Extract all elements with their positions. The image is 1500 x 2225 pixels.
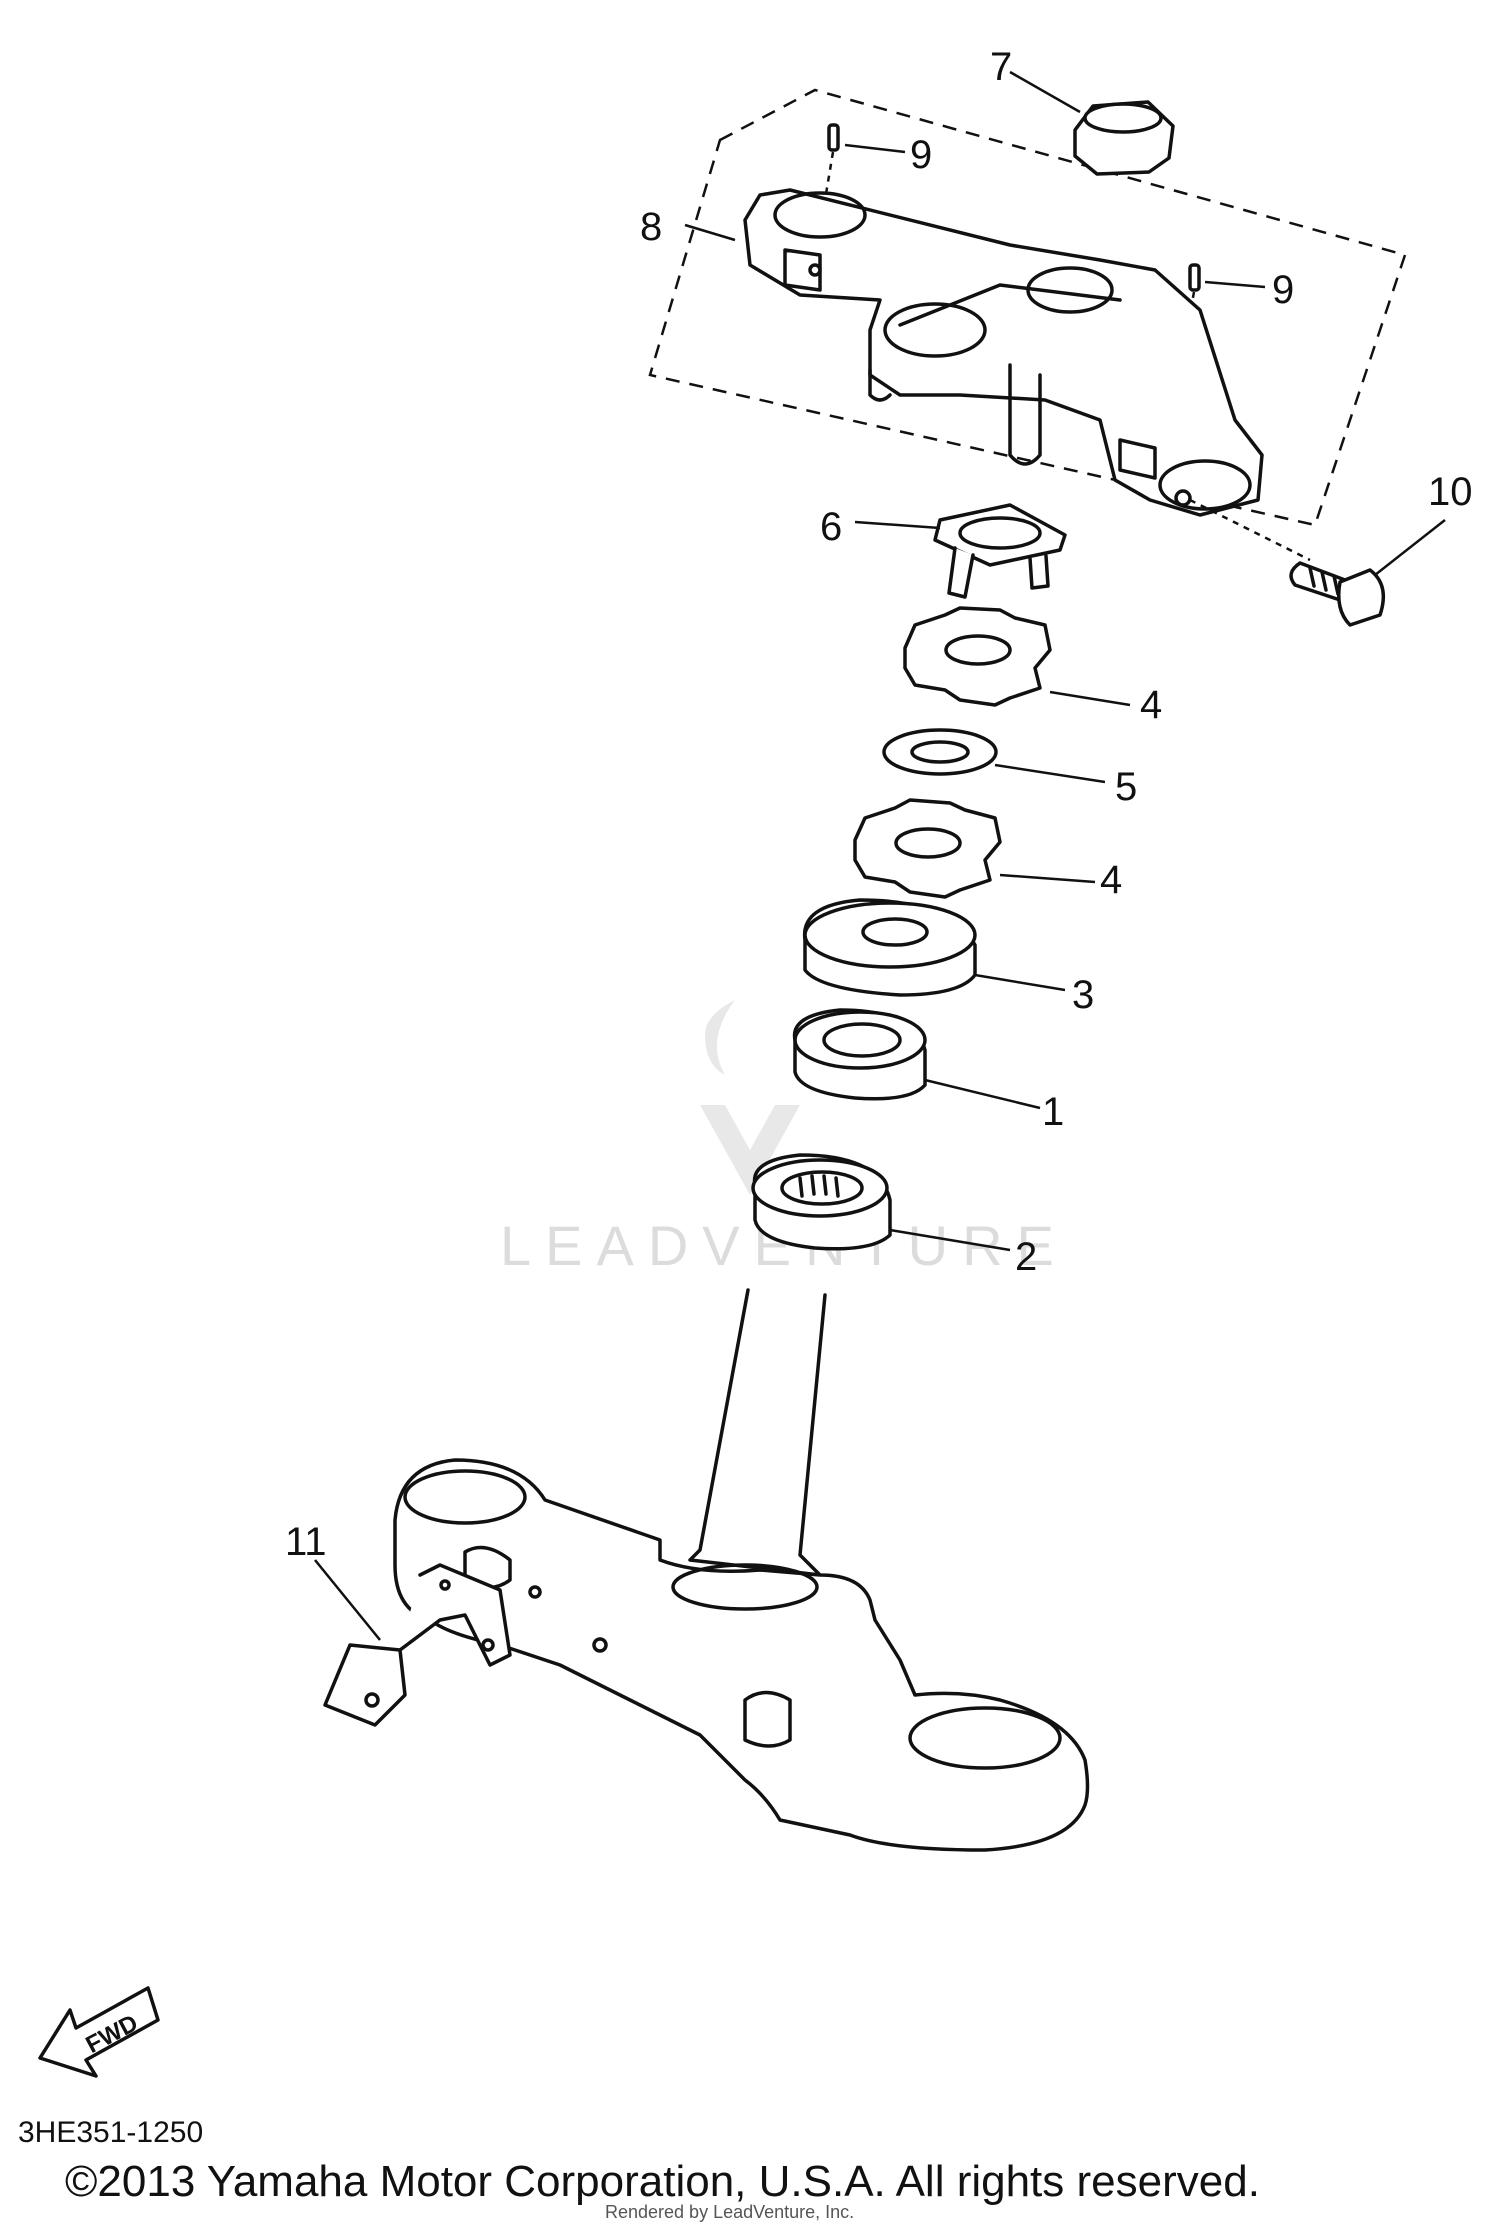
callout-7: 7 <box>990 45 1012 89</box>
part-5-washer[interactable] <box>882 728 998 776</box>
callout-6: 6 <box>820 505 842 549</box>
callout-3: 3 <box>1072 973 1094 1017</box>
rendered-by: Rendered by LeadVenture, Inc. <box>605 2202 854 2222</box>
callout-1: 1 <box>1042 1090 1064 1134</box>
diagram-code: 3HE351-1250 <box>18 2116 203 2149</box>
lower-bracket-stem <box>393 1288 1090 1852</box>
callout-11: 11 <box>285 1520 327 1564</box>
part-11-bracket[interactable] <box>323 1563 512 1727</box>
part-4-ring-nut-lower[interactable] <box>853 798 1002 899</box>
part-8-upper-bracket[interactable] <box>743 188 1264 517</box>
part-3-bearing-cover[interactable] <box>802 898 977 997</box>
callout-4-lower: 4 <box>1100 858 1122 902</box>
part-7-cap-nut[interactable] <box>1073 100 1175 176</box>
callout-9-upper: 9 <box>910 133 932 177</box>
callout-9-right: 9 <box>1272 268 1294 312</box>
copyright: ©2013 Yamaha Motor Corporation, U.S.A. A… <box>65 2157 1260 2206</box>
watermark: LEADVENTURE <box>500 1000 1054 1277</box>
callout-10: 10 <box>1428 470 1473 514</box>
callout-4-upper: 4 <box>1140 683 1162 727</box>
part-4-ring-nut-upper[interactable] <box>903 606 1052 707</box>
fwd-arrow-icon: FWD <box>38 1986 160 2078</box>
part-2-bearing-lower[interactable] <box>751 1153 892 1251</box>
callout-2: 2 <box>1015 1235 1037 1279</box>
part-10-bolt[interactable] <box>1289 561 1386 627</box>
callout-8: 8 <box>640 205 662 249</box>
part-6-lock-washer[interactable] <box>933 503 1067 599</box>
callout-5: 5 <box>1115 765 1137 809</box>
part-1-bearing-upper[interactable] <box>792 1008 927 1101</box>
